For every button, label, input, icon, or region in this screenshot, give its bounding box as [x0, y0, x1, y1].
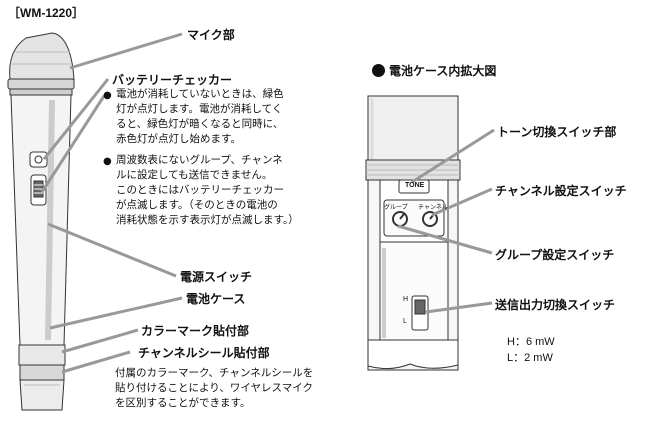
note-battery-checker: 電池が消耗していないときは、緑色 灯が点灯します。電池が消耗してく ると、緑色灯… [116, 87, 284, 147]
note2-bullet: ● [103, 156, 112, 167]
battery-case-enlarged [365, 95, 461, 371]
microphone-illustration [7, 32, 75, 411]
switch-h-mark: H [403, 296, 409, 303]
note-attach: 付属のカラーマーク、チャンネルシールを 貼り付けることにより、ワイヤレスマイク … [115, 366, 313, 411]
note-line: 付属のカラーマーク、チャンネルシールを [115, 367, 314, 379]
note1-bullet: ● [103, 90, 112, 101]
note-line: このときにはバッテリーチェッカー [116, 184, 284, 196]
mic-body [10, 94, 72, 346]
mic-head [9, 32, 75, 81]
model-label: ［WM-1220］ [8, 6, 85, 20]
color-mark-band [18, 344, 66, 366]
label-mic-head: マイク部 [187, 28, 235, 42]
note-line: ると、緑色灯が暗くなると同時に、 [116, 118, 284, 130]
label-channel-set: チャンネル設定スイッチ [495, 184, 627, 198]
enlarged-view-title: 電池ケース内拡大図 [372, 62, 496, 79]
channel-seal-band [19, 364, 65, 381]
note-line: ルに設定しても送信できません。 [116, 169, 273, 181]
label-group-set: グループ設定スイッチ [495, 248, 615, 262]
note-line: 消耗状態を示す表示灯が点滅します。） [116, 214, 299, 226]
label-output-switch: 送信出力切換スイッチ [495, 298, 616, 312]
label-battery-case: 電池ケース [186, 292, 246, 306]
note-line: を区別することができます。 [115, 397, 251, 409]
power-low: L：2 mW [507, 352, 553, 364]
channel-panel-label: チャンネル [418, 204, 448, 211]
power-levels: H：6 mW L：2 mW [507, 334, 555, 366]
group-panel-label: グループ [384, 204, 408, 211]
note-line: 赤色灯が点灯し始めます。 [116, 133, 241, 145]
note-line: 灯が点灯します。電池が消耗してく [116, 103, 283, 115]
note-line: 電池が消耗していないときは、緑色 [116, 88, 284, 100]
note-line: 貼り付けることにより、ワイヤレスマイク [115, 382, 314, 394]
switch-l-mark: L [403, 318, 407, 325]
label-power-switch: 電源スイッチ [180, 270, 253, 284]
label-tone-switch: トーン切換スイッチ部 [497, 125, 617, 139]
note-line: 周波数表にないグループ、チャンネ [116, 154, 283, 166]
note-line: が点滅します。（そのときの電池の [116, 199, 278, 211]
label-color-mark: カラーマーク貼付部 [141, 324, 250, 338]
note-frequency-table: 周波数表にないグループ、チャンネ ルに設定しても送信できません。 このときにはバ… [116, 153, 299, 228]
label-channel-seal: チャンネルシール貼付部 [138, 346, 270, 360]
enlarged-title-text: 電池ケース内拡大図 [389, 64, 497, 78]
mic-ring [7, 78, 75, 90]
title-dot-icon [372, 64, 385, 77]
tone-label: TONE [405, 182, 425, 189]
label-battery-checker: バッテリーチェッカー [112, 73, 233, 87]
power-high: H：6 mW [507, 336, 555, 348]
